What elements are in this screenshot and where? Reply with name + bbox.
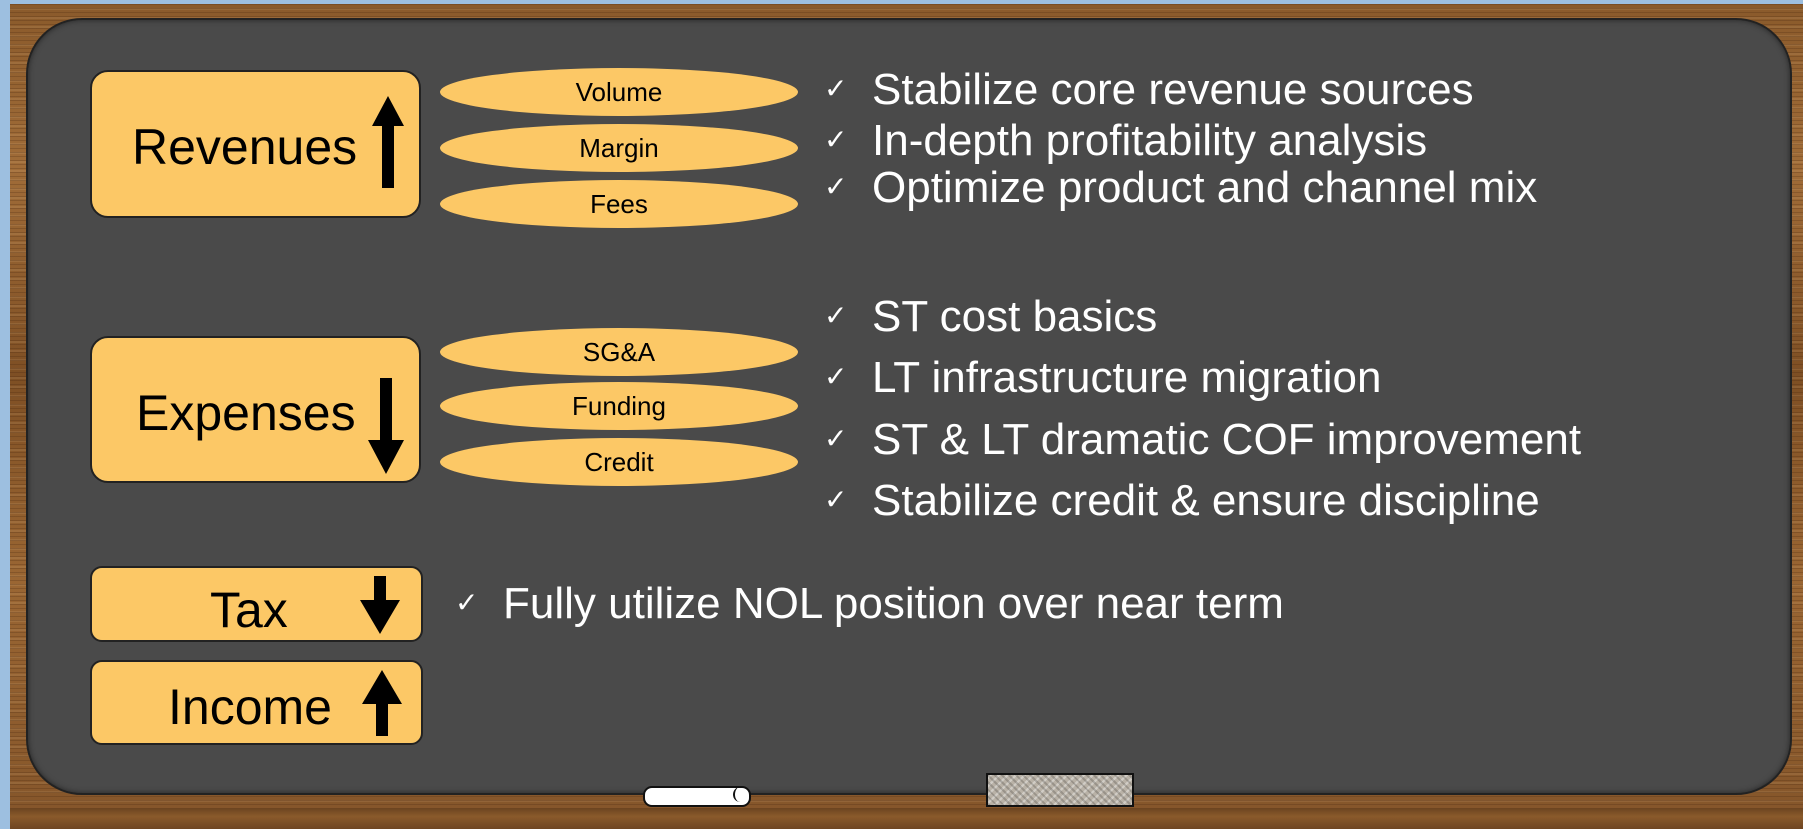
chalk-tip bbox=[733, 787, 747, 802]
check-icon: ✓ bbox=[824, 299, 848, 332]
expense-action: ✓ ST cost basics bbox=[824, 295, 1157, 339]
expense-action-text: ST & LT dramatic COF improvement bbox=[872, 415, 1582, 464]
check-icon: ✓ bbox=[824, 360, 848, 393]
revenue-action: ✓ Optimize product and channel mix bbox=[824, 166, 1537, 210]
expense-component-funding: Funding bbox=[440, 382, 798, 430]
check-icon: ✓ bbox=[824, 483, 848, 516]
revenues-box: Revenues bbox=[90, 70, 421, 218]
eraser bbox=[986, 773, 1134, 807]
expense-component-credit: Credit bbox=[440, 438, 798, 486]
expense-action: ✓ Stabilize credit & ensure discipline bbox=[824, 479, 1540, 523]
check-icon: ✓ bbox=[824, 123, 848, 156]
up-arrow-icon bbox=[362, 670, 402, 736]
check-icon: ✓ bbox=[824, 72, 848, 105]
expense-action-text: Stabilize credit & ensure discipline bbox=[872, 476, 1540, 525]
check-icon: ✓ bbox=[455, 586, 479, 619]
chalk-stick bbox=[643, 786, 751, 807]
revenue-action-text: Stabilize core revenue sources bbox=[872, 65, 1474, 114]
revenues-label: Revenues bbox=[132, 119, 358, 175]
revenue-action-text: In-depth profitability analysis bbox=[872, 116, 1428, 165]
tax-action: ✓ Fully utilize NOL position over near te… bbox=[455, 582, 1284, 626]
income-box: Income bbox=[90, 660, 423, 745]
tax-box: Tax bbox=[90, 566, 423, 642]
revenue-component-volume: Volume bbox=[440, 68, 798, 116]
expense-action: ✓ LT infrastructure migration bbox=[824, 356, 1381, 400]
income-label: Income bbox=[168, 679, 332, 735]
expenses-box: Expenses bbox=[90, 336, 421, 483]
down-arrow-icon bbox=[360, 576, 400, 634]
check-icon: ✓ bbox=[824, 170, 848, 203]
expenses-label: Expenses bbox=[136, 385, 356, 441]
tax-label: Tax bbox=[210, 582, 288, 638]
down-arrow-icon bbox=[368, 378, 404, 474]
chalk-tray bbox=[10, 808, 1803, 829]
revenue-action: ✓ Stabilize core revenue sources bbox=[824, 68, 1474, 112]
revenue-component-margin: Margin bbox=[440, 124, 798, 172]
revenue-action: ✓ In-depth profitability analysis bbox=[824, 119, 1427, 163]
tax-action-text: Fully utilize NOL position over near ter… bbox=[503, 579, 1284, 628]
expense-action: ✓ ST & LT dramatic COF improvement bbox=[824, 418, 1581, 462]
expense-action-text: LT infrastructure migration bbox=[872, 353, 1382, 402]
up-arrow-icon bbox=[372, 96, 404, 188]
expense-action-text: ST cost basics bbox=[872, 292, 1158, 341]
revenue-component-fees: Fees bbox=[440, 180, 798, 228]
revenue-action-text: Optimize product and channel mix bbox=[872, 163, 1538, 212]
check-icon: ✓ bbox=[824, 422, 848, 455]
expense-component-sga: SG&A bbox=[440, 328, 798, 376]
